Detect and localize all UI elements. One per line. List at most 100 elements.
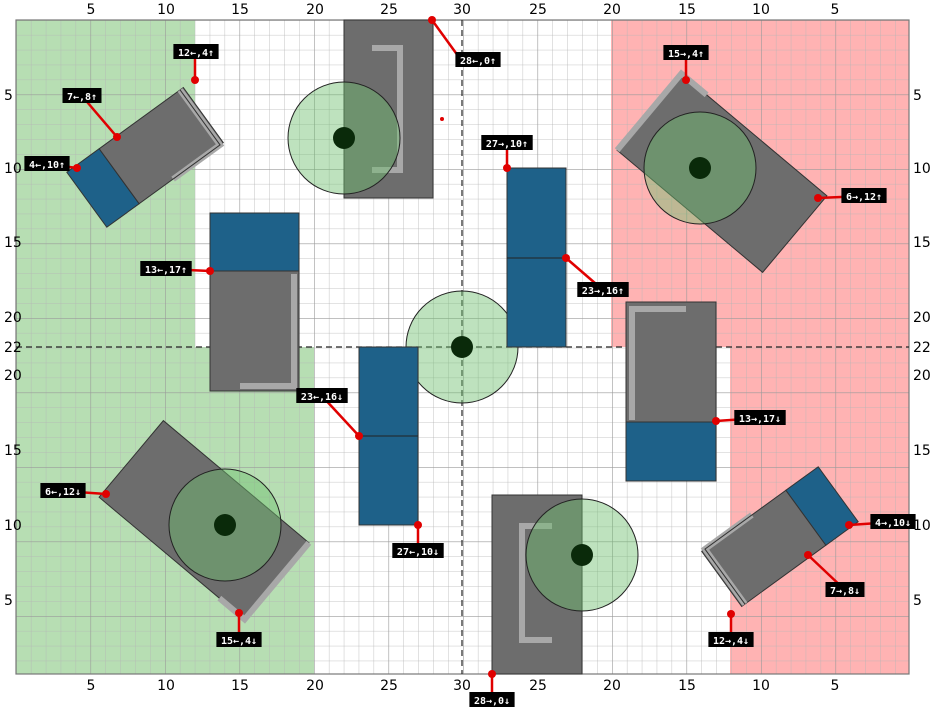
tick-label-bottom: 10 [157,678,175,694]
callout-point [102,490,110,498]
axis-top-labels: 5 10 15 20 25 30 25 20 15 10 5 [87,2,840,18]
callout-box [469,692,515,707]
callout-text: 12→,4↓ [713,636,749,647]
callout-box [870,514,916,529]
robot-bracket [217,540,312,624]
tick-label-left: 5 [4,88,13,104]
robot-top-left [66,86,225,228]
small-marker [440,117,444,121]
callout-point [488,670,496,678]
callout-text: 4→,10↓ [875,518,911,529]
callout-text: 15→,4↑ [668,49,704,60]
pivot-dot-bottom-center [571,544,593,566]
callout-point [562,254,570,262]
tick-label-left: 20 [4,368,22,384]
robot-bracket-bottom-center [519,523,552,643]
callout-box [173,44,219,59]
tick-label-right: 5 [913,88,922,104]
callout-box [577,282,629,297]
callout-text: 27→,10↑ [486,139,528,150]
pivot-dot-top-right [689,157,711,179]
robot-bottom-left [98,419,312,624]
robot-bracket-top-center [372,45,403,173]
callout-point [682,76,690,84]
tick-label-bottom: 25 [380,678,398,694]
tick-label-top: 25 [529,2,547,18]
robot-bracket [614,69,709,153]
tick-label-bottom: 5 [87,678,96,694]
tick-label-bottom: 20 [306,678,324,694]
callout-box [708,632,754,647]
tick-label-bottom: 5 [831,678,840,694]
tick-label-left: 20 [4,310,22,326]
robot-bottom-right [700,466,859,608]
robot-top-right [614,69,828,274]
tick-label-bottom: 10 [752,678,770,694]
tick-label-bottom: 15 [231,678,249,694]
tick-label-top: 20 [306,2,324,18]
tick-label-top: 15 [678,2,696,18]
callout-text: 6→,12↑ [846,192,882,203]
callout-text: 15←,4↓ [221,636,257,647]
callout-point [355,432,363,440]
callout-box [392,543,444,558]
tick-label-top: 30 [453,2,471,18]
callout-box [734,410,786,425]
tick-label-right: 15 [913,443,931,459]
tick-label-bottom: 15 [678,678,696,694]
callout-point [206,267,214,275]
callout-point [235,609,243,617]
callout-point [503,164,511,172]
callout-text: 7→,8↓ [830,586,860,597]
tick-label-left: 10 [4,161,22,177]
callout-point [712,417,720,425]
tick-label-top: 15 [231,2,249,18]
callout-box [841,188,887,203]
tick-label-left: 22 [4,340,22,356]
robot-body-right-mid [625,301,717,423]
callout-text: 23←,16↓ [301,392,343,403]
robot-front-right-mid [625,421,717,482]
callout-box [24,156,70,171]
tick-label-left: 15 [4,443,22,459]
tick-label-top: 25 [380,2,398,18]
robot-bracket-left-mid [240,274,297,389]
callout-text: 28→,0↓ [474,696,510,707]
callout-point [845,521,853,529]
callout-point [191,76,199,84]
tick-label-bottom: 30 [453,678,471,694]
tick-label-right: 20 [913,368,931,384]
callout-box [825,582,865,597]
callout-box [481,135,533,150]
tick-label-right: 10 [913,161,931,177]
callout-point [73,164,81,172]
callout-text: 27←,10↓ [397,547,439,558]
tick-label-top: 10 [752,2,770,18]
callout-point [414,521,422,529]
tick-label-bottom: 25 [529,678,547,694]
callout-box [296,388,348,403]
callout-point [113,133,121,141]
tick-label-top: 5 [87,2,96,18]
pivot-dot-center [451,336,473,358]
callout-text: 13←,17↑ [145,265,187,276]
robot-bracket-right-mid [629,306,686,420]
tick-label-right: 5 [913,593,922,609]
callout-text: 12←,4↑ [178,48,214,59]
callout-box [455,52,501,67]
callout-point [814,194,822,202]
callout-text: 4←,10↑ [29,160,65,171]
callout-text: 28←,0↑ [460,56,496,67]
tick-label-right: 22 [913,340,931,356]
callout-box [62,88,102,103]
callout-box [663,45,709,60]
tick-label-top: 10 [157,2,175,18]
callout-point [727,610,735,618]
robot-front-left-mid [209,212,300,272]
tick-label-top: 5 [831,2,840,18]
pivot-dot-top-center [333,127,355,149]
tick-label-top: 20 [603,2,621,18]
tick-label-left: 10 [4,518,22,534]
